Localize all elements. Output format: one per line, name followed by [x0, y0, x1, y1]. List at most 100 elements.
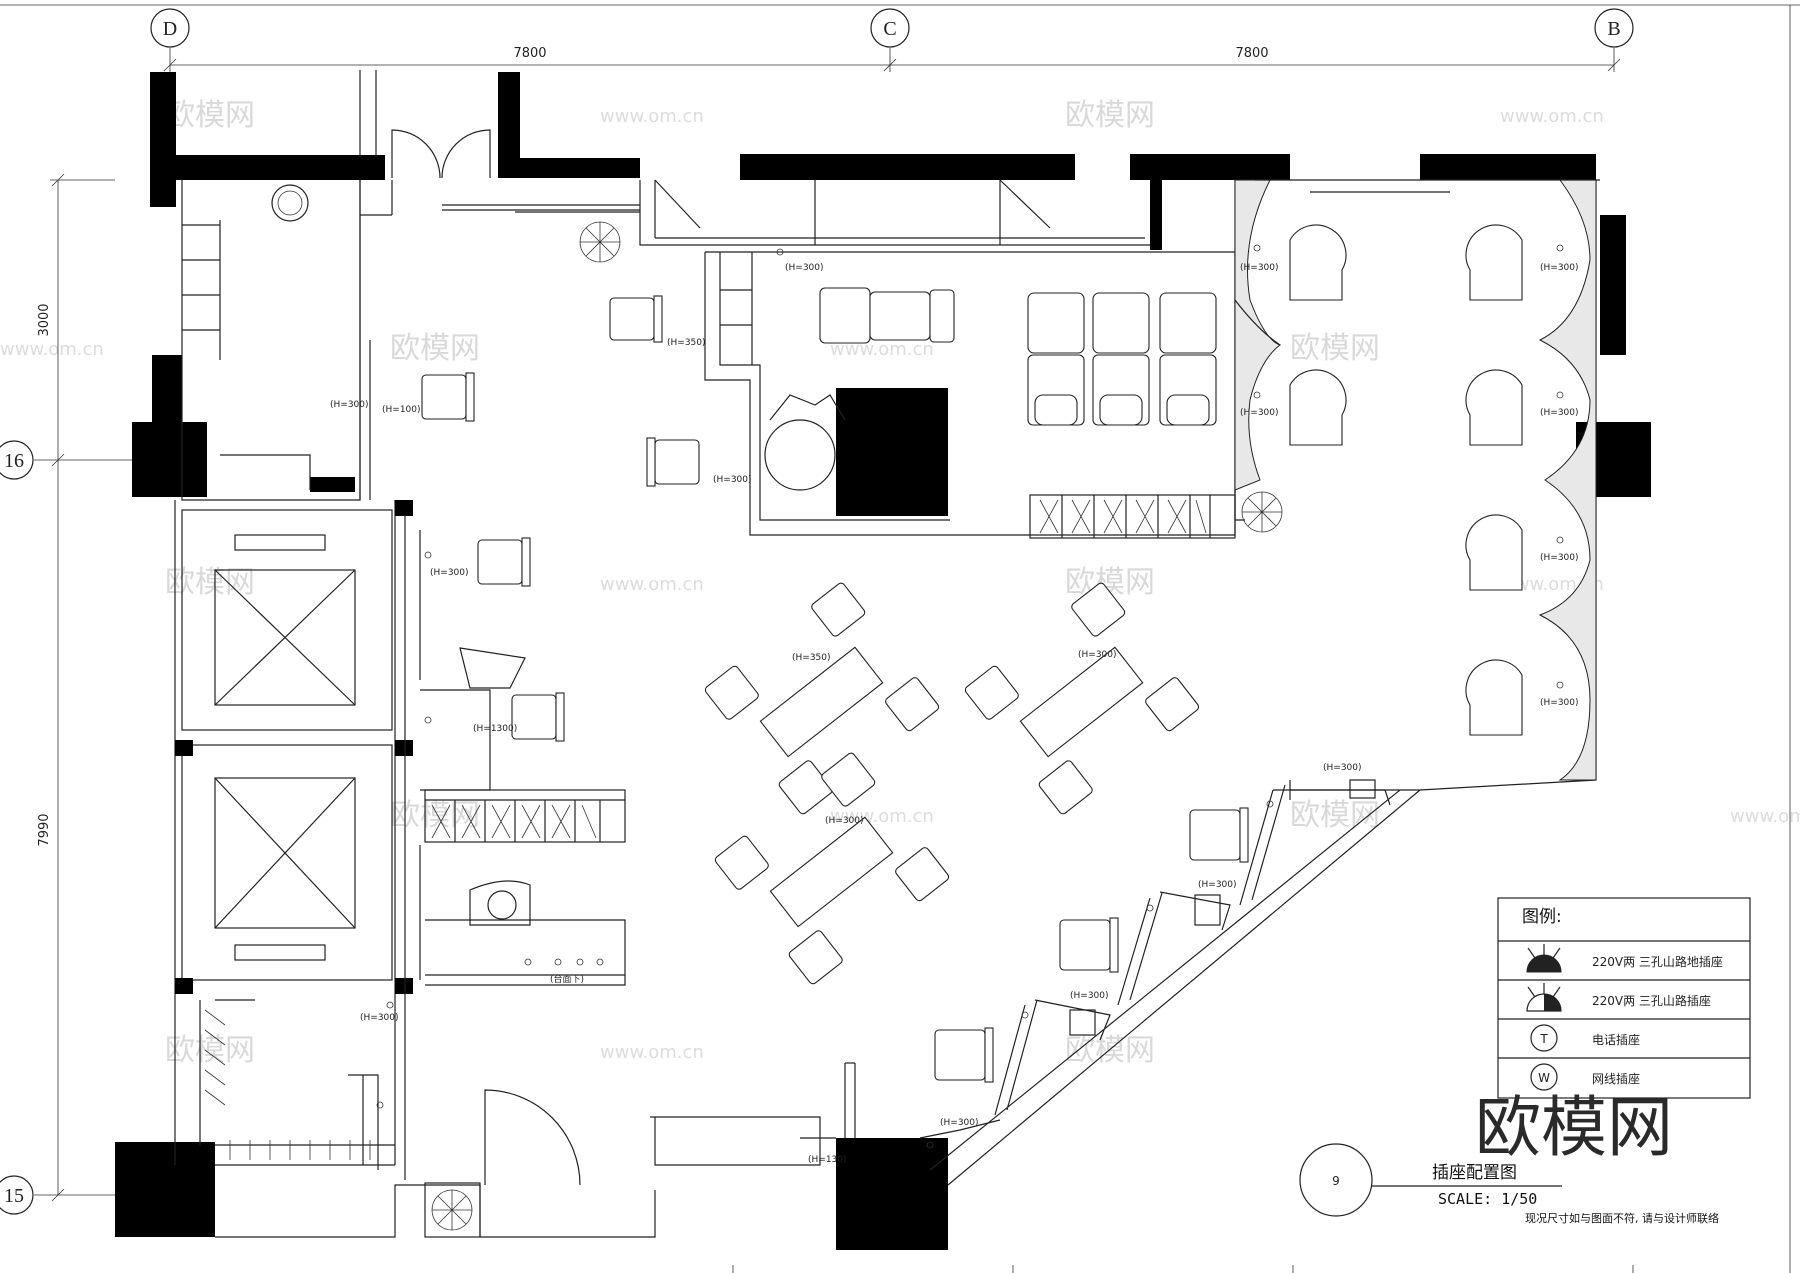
network-socket-symbol: W — [1538, 1071, 1550, 1085]
salon-chair-icon — [819, 287, 955, 344]
watermark-url: www.om.cn — [830, 806, 934, 827]
outlet-tag: (H=300) — [1240, 263, 1279, 273]
grid-axis-15: 15 — [0, 1175, 120, 1215]
outlet-tag: (H=300) — [1240, 408, 1279, 418]
interior-partitions — [174, 70, 1600, 1238]
outlet-tag: (H=300) — [330, 400, 369, 410]
axis-label-15: 15 — [4, 1185, 24, 1207]
watermark-url: www.om.cn — [600, 574, 704, 595]
armchair-icon — [1059, 917, 1119, 973]
watermark-url: www.om.cn — [600, 1042, 704, 1063]
lounge-chair-icon — [1465, 224, 1523, 301]
outlet-tag: (H=300) — [785, 263, 824, 273]
drawing-scale: SCALE: 1/50 — [1438, 1190, 1537, 1208]
dimension-label: 7800 — [1235, 46, 1268, 61]
telephone-socket-symbol: T — [1539, 1032, 1548, 1046]
lounge-chair-icon — [1289, 224, 1347, 301]
network-socket-icon: W — [1530, 1063, 1558, 1091]
salon-chair-icon — [1092, 292, 1150, 426]
workstation-table — [704, 582, 940, 815]
watermark-url: www.om.cn — [0, 339, 104, 360]
wall-outlet-icon — [1526, 983, 1562, 1012]
legend-label: 220V两 三孔山路插座 — [1592, 993, 1711, 1008]
grid-axis-b: B — [1594, 8, 1634, 72]
brand-logo: 欧模网 — [1475, 1089, 1673, 1166]
watermark-brand: 欧模网 — [390, 331, 480, 366]
outlet-tag: (H=300) — [1070, 991, 1109, 1001]
dimension-top: 7800 7800 — [163, 46, 1621, 72]
legend-panel: 图例: 220V两 三孔山路地插座 220V两 三孔山路插座 T 电话插座 W … — [1497, 897, 1751, 1099]
workstation-table — [714, 752, 950, 985]
outlet-tag: (H=100) — [382, 405, 421, 415]
drawing-number: 9 — [1332, 1174, 1340, 1188]
watermark-url: www.om.cn — [1500, 106, 1604, 127]
watermark-brand: 欧模网 — [1290, 331, 1380, 366]
grid-axis-c: C — [870, 8, 910, 72]
telephone-socket-icon: T — [1530, 1024, 1558, 1052]
outlet-tag: (H=300) — [1198, 880, 1237, 890]
armchair-icon — [646, 437, 700, 487]
title-block: 9 插座配置图 SCALE: 1/50 现况尺寸如与图面不符, 请与设计师联络 — [1299, 1143, 1719, 1225]
lounge-chair-icon — [1289, 369, 1347, 446]
plant-icon — [579, 221, 621, 263]
lounge-chair-icon — [1465, 514, 1523, 591]
drawing-title: 插座配置图 — [1432, 1163, 1517, 1183]
outlet-tag: (H=300) — [1540, 698, 1579, 708]
watermark-brand: 欧模网 — [1290, 798, 1380, 833]
salon-chair-icon — [1159, 292, 1217, 426]
watermark-brand: 欧模网 — [1065, 98, 1155, 133]
axis-label-c: C — [883, 18, 896, 40]
outlet-tag: (H=300) — [825, 816, 864, 826]
workstation-table — [964, 582, 1200, 815]
armchair-icon — [1189, 807, 1249, 863]
outlet-markers — [376, 244, 1564, 1149]
watermark-brand: 欧模网 — [1065, 1033, 1155, 1068]
bottom-ticks — [732, 1265, 1634, 1273]
grid-axis-16: 16 — [0, 440, 135, 480]
dimension-label: 3000 — [37, 303, 52, 336]
plant-icon — [1241, 491, 1283, 533]
legend-label: 220V两 三孔山路地插座 — [1592, 954, 1723, 969]
watermark-layer: 欧模网 www.om.cn 欧模网 www.om.cn 欧模网 www.om.c… — [0, 98, 1800, 1068]
armchair-icon — [934, 1027, 994, 1083]
armchair-icon — [477, 537, 531, 587]
watermark-url: www.om.cn — [830, 339, 934, 360]
watermark-brand: 欧模网 — [390, 798, 480, 833]
exterior-walls — [115, 72, 1651, 1250]
legend-label: 电话插座 — [1592, 1032, 1640, 1047]
outlet-tag: (H=350) — [792, 653, 831, 663]
outlet-tag: (H=350) — [667, 338, 706, 348]
outlet-tag: (H=300) — [1540, 553, 1579, 563]
outlet-tag: (H=300) — [1323, 763, 1362, 773]
outlet-tag: (H=300) — [1540, 263, 1579, 273]
dimension-label: 7990 — [37, 813, 52, 846]
legend-title: 图例: — [1522, 907, 1562, 927]
floor-outlet-icon — [1526, 944, 1562, 973]
armchair-icon — [609, 295, 663, 343]
watermark-url: www.om.cn — [600, 106, 704, 127]
axis-label-16: 16 — [4, 450, 24, 472]
outlet-tag: (H=130) — [808, 1155, 847, 1165]
outlet-tag: (H=300) — [1078, 650, 1117, 660]
armchair-icon — [511, 692, 565, 742]
lounge-chair-icon — [1465, 369, 1523, 446]
watermark-brand: 欧模网 — [165, 98, 255, 133]
dimension-left: 3000 7990 — [37, 173, 115, 1202]
outlet-tag: (H=300) — [940, 1118, 979, 1128]
lounge-chair-icon — [1465, 659, 1523, 736]
outlet-tag: (台面下) — [550, 973, 584, 985]
armchair-icon — [421, 372, 475, 422]
dimension-label: 7800 — [513, 46, 546, 61]
axis-label-b: B — [1607, 18, 1620, 40]
outlet-tag: (H=300) — [713, 475, 752, 485]
watermark-brand: 欧模网 — [165, 1033, 255, 1068]
receptionist-figure — [469, 880, 531, 926]
legend-label: 网线插座 — [1592, 1071, 1640, 1086]
grid-axis-d: D — [150, 8, 190, 72]
outlet-height-tags: (H=300) (H=350) (H=300) (H=100) (H=300) … — [330, 263, 1579, 1165]
outlet-tag: (H=300) — [360, 1013, 399, 1023]
outlet-tag: (H=300) — [1540, 408, 1579, 418]
watermark-url: www.om.cn — [1730, 806, 1800, 827]
plant-icon — [431, 1189, 473, 1231]
